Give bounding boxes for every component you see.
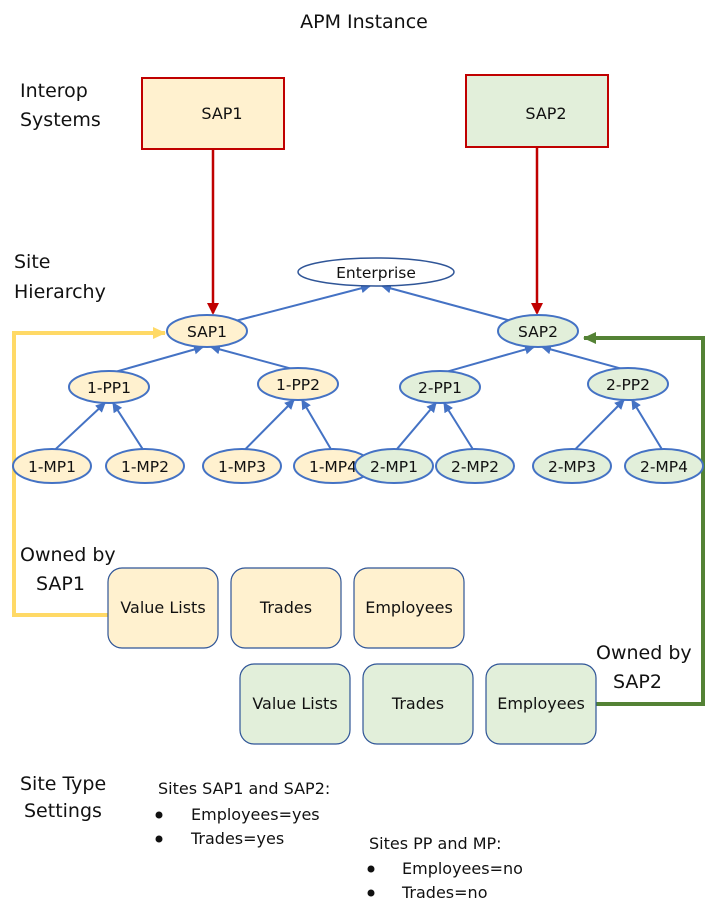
hierarchy-node-1pp2[interactable]: 1-PP2 — [257, 367, 339, 401]
hierarchy-edge-2pp1-to-sap2 — [447, 344, 535, 373]
hierarchy-node-sap1[interactable]: SAP1 — [166, 314, 248, 348]
node-label: 1-MP4 — [309, 458, 357, 476]
settings-group2-heading: Sites PP and MP: — [369, 834, 502, 853]
diagram-title: APM Instance — [300, 11, 428, 33]
node-label: 2-PP2 — [606, 376, 650, 394]
interop-system-label: SAP1 — [201, 104, 242, 123]
hierarchy-edge-2mp1-to-2pp1 — [396, 402, 437, 450]
hierarchy-nodes: SAP1 SAP2 1-PP1 1-PP2 2-PP1 2-PP2 1-MP1 1-MP2 1-… — [12, 314, 704, 484]
hierarchy-edge-1mp2-to-1pp1 — [112, 402, 144, 450]
hierarchy-edge-2pp2-to-sap2 — [541, 344, 621, 370]
settings-group1-item: Trades=yes — [190, 829, 284, 848]
node-label: 2-MP1 — [370, 458, 418, 476]
interop-label-line1: Interop — [20, 80, 88, 102]
ownership-sap2-connector — [583, 332, 705, 706]
owned-sap2-label-line1: Owned by — [596, 642, 692, 664]
node-label: Enterprise — [336, 264, 416, 282]
hierarchy-node-2mp2[interactable]: 2-MP2 — [435, 448, 515, 484]
bullet-icon — [155, 811, 163, 819]
hierarchy-node-2mp1[interactable]: 2-MP1 — [354, 448, 434, 484]
hierarchy-label-line1: Site — [14, 251, 50, 273]
settings-group2-item: Employees=no — [402, 859, 523, 878]
owned-sap2-label-line2: SAP2 — [613, 671, 662, 693]
box-label: Employees — [365, 598, 453, 617]
sap2-value-lists-box[interactable]: Value Lists — [239, 663, 351, 745]
hierarchy-edge-sap2-to-root — [381, 283, 509, 322]
node-label: 1-PP1 — [87, 379, 131, 397]
hierarchy-edge-1pp2-to-sap1 — [210, 344, 291, 370]
settings-group1-item: Employees=yes — [191, 805, 320, 824]
sap2-trades-box[interactable]: Trades — [362, 663, 474, 745]
sap1-trades-box[interactable]: Trades — [230, 567, 342, 649]
box-label: Trades — [259, 598, 312, 617]
node-label: 2-MP3 — [548, 458, 596, 476]
settings-group1-heading: Sites SAP1 and SAP2: — [158, 779, 330, 798]
hierarchy-node-1mp3[interactable]: 1-MP3 — [202, 448, 282, 484]
node-label: 1-MP3 — [218, 458, 266, 476]
sap1-employees-box[interactable]: Employees — [353, 567, 465, 649]
bullet-icon — [367, 865, 375, 873]
hierarchy-node-enterprise[interactable]: Enterprise — [297, 257, 455, 287]
sap1-value-lists-box[interactable]: Value Lists — [107, 567, 219, 649]
node-label: 1-MP1 — [28, 458, 76, 476]
settings-group2-item: Trades=no — [401, 883, 487, 902]
box-label: Trades — [391, 694, 444, 713]
sap2-employees-box[interactable]: Employees — [485, 663, 597, 745]
bullet-icon — [155, 835, 163, 843]
hierarchy-edge-2mp4-to-2pp2 — [631, 399, 663, 450]
hierarchy-label-line2: Hierarchy — [14, 281, 106, 303]
owned-sap1-label-line2: SAP1 — [36, 573, 85, 595]
hierarchy-edge-1mp3-to-1pp2 — [244, 399, 295, 450]
interop-label-line2: Systems — [20, 109, 101, 131]
hierarchy-node-2pp1[interactable]: 2-PP1 — [399, 370, 481, 404]
node-label: 1-MP2 — [121, 458, 169, 476]
hierarchy-node-2mp3[interactable]: 2-MP3 — [532, 448, 612, 484]
node-label: 1-PP2 — [276, 376, 320, 394]
hierarchy-node-1mp1[interactable]: 1-MP1 — [12, 448, 92, 484]
box-label: Value Lists — [252, 694, 337, 713]
ownership-sap1-connector — [12, 327, 166, 617]
hierarchy-edge-1pp1-to-sap1 — [116, 344, 204, 373]
hierarchy-node-1mp2[interactable]: 1-MP2 — [105, 448, 185, 484]
interop-system-sap1[interactable]: SAP1 — [141, 77, 285, 150]
node-label: SAP2 — [518, 323, 558, 341]
box-label: Value Lists — [120, 598, 205, 617]
settings-label-line1: Site Type — [20, 773, 106, 795]
node-label: SAP1 — [187, 323, 227, 341]
bullet-icon — [367, 889, 375, 897]
box-label: Employees — [497, 694, 585, 713]
node-label: 2-PP1 — [418, 379, 462, 397]
hierarchy-edge-1mp1-to-1pp1 — [54, 402, 106, 450]
hierarchy-node-1pp1[interactable]: 1-PP1 — [68, 370, 150, 404]
hierarchy-edges — [54, 283, 663, 450]
interop-system-label: SAP2 — [525, 104, 566, 123]
owned-sap1-label-line1: Owned by — [20, 544, 116, 566]
hierarchy-node-2pp2[interactable]: 2-PP2 — [587, 367, 669, 401]
interop-system-sap2[interactable]: SAP2 — [465, 74, 609, 148]
settings-label-line2: Settings — [24, 800, 102, 822]
hierarchy-edge-1mp4-to-1pp2 — [301, 399, 332, 450]
node-label: 2-MP4 — [640, 458, 688, 476]
node-label: 2-MP2 — [451, 458, 499, 476]
hierarchy-node-2mp4[interactable]: 2-MP4 — [624, 448, 704, 484]
hierarchy-edge-sap1-to-root — [236, 283, 371, 322]
hierarchy-node-sap2[interactable]: SAP2 — [497, 314, 579, 348]
hierarchy-edge-2mp3-to-2pp2 — [574, 399, 625, 450]
hierarchy-edge-2mp2-to-2pp1 — [443, 402, 474, 450]
